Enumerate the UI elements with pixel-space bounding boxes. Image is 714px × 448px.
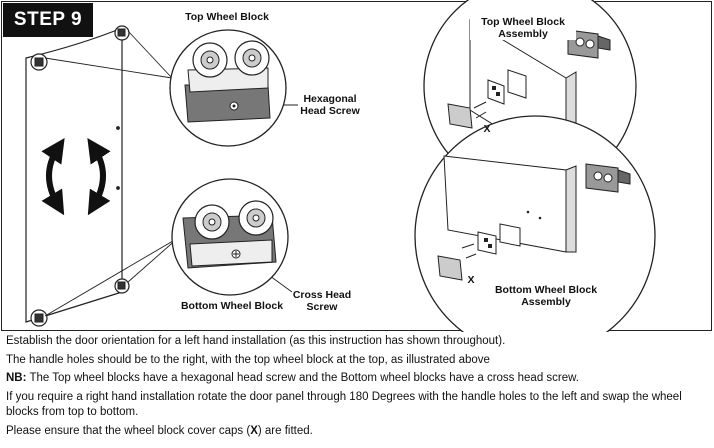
top-assembly-label-line2: Assembly	[498, 28, 548, 40]
top-wheel-block-label: Top Wheel Block	[185, 11, 269, 23]
rotation-arrows-icon	[41, 138, 111, 216]
bottom-assembly-label-line1: Bottom Wheel Block	[494, 284, 598, 296]
instructions-block: Establish the door orientation for a lef…	[6, 334, 706, 442]
hexagonal-screw-label-line2: Head Screw	[300, 105, 360, 117]
bottom-assembly-label-line2: Assembly	[521, 296, 571, 308]
instruction-line: If you require a right hand installation…	[6, 390, 682, 419]
instruction-line: Please ensure that the wheel block cover…	[6, 424, 706, 440]
bottom-wheel-block-label: Bottom Wheel Block	[180, 300, 284, 312]
instruction-note: NB: The Top wheel blocks have a hexagona…	[6, 371, 706, 387]
installation-illustration	[25, 0, 656, 332]
caps-text-after: ) are fitted.	[257, 424, 313, 437]
bottom-assembly-callout	[414, 115, 656, 332]
top-assembly-label: Top Wheel Block Assembly	[470, 16, 576, 40]
caps-text-before: Please ensure that the wheel block cover…	[6, 424, 251, 437]
step-badge: STEP 9	[3, 3, 93, 37]
top-wheel-block-callout	[169, 29, 287, 147]
cross-head-screw-label-line1: Cross Head	[292, 289, 352, 301]
cross-head-screw-label: Cross Head Screw	[286, 289, 358, 313]
instruction-line: The handle holes should be to the right,…	[6, 353, 490, 366]
top-assembly-label-line1: Top Wheel Block	[481, 16, 565, 28]
bottom-assembly-label: Bottom Wheel Block Assembly	[488, 284, 604, 308]
cap-marker-bottom: X	[467, 274, 475, 286]
nb-text: The Top wheel blocks have a hexagonal he…	[26, 372, 579, 384]
illustration-panel: STEP 9	[1, 1, 712, 331]
caps-x-mark: X	[250, 424, 258, 437]
hexagonal-screw-label: Hexagonal Head Screw	[292, 93, 368, 117]
door-corner-blocks	[30, 25, 130, 327]
nb-tag: NB:	[6, 372, 27, 384]
door-panel-left	[25, 27, 123, 323]
cap-marker-top: X	[483, 123, 491, 135]
instruction-line: Establish the door orientation for a lef…	[6, 335, 506, 347]
cross-head-screw-label-line2: Screw	[306, 301, 338, 313]
bottom-wheel-block-callout	[171, 178, 289, 296]
hexagonal-screw-label-line1: Hexagonal	[303, 93, 357, 105]
